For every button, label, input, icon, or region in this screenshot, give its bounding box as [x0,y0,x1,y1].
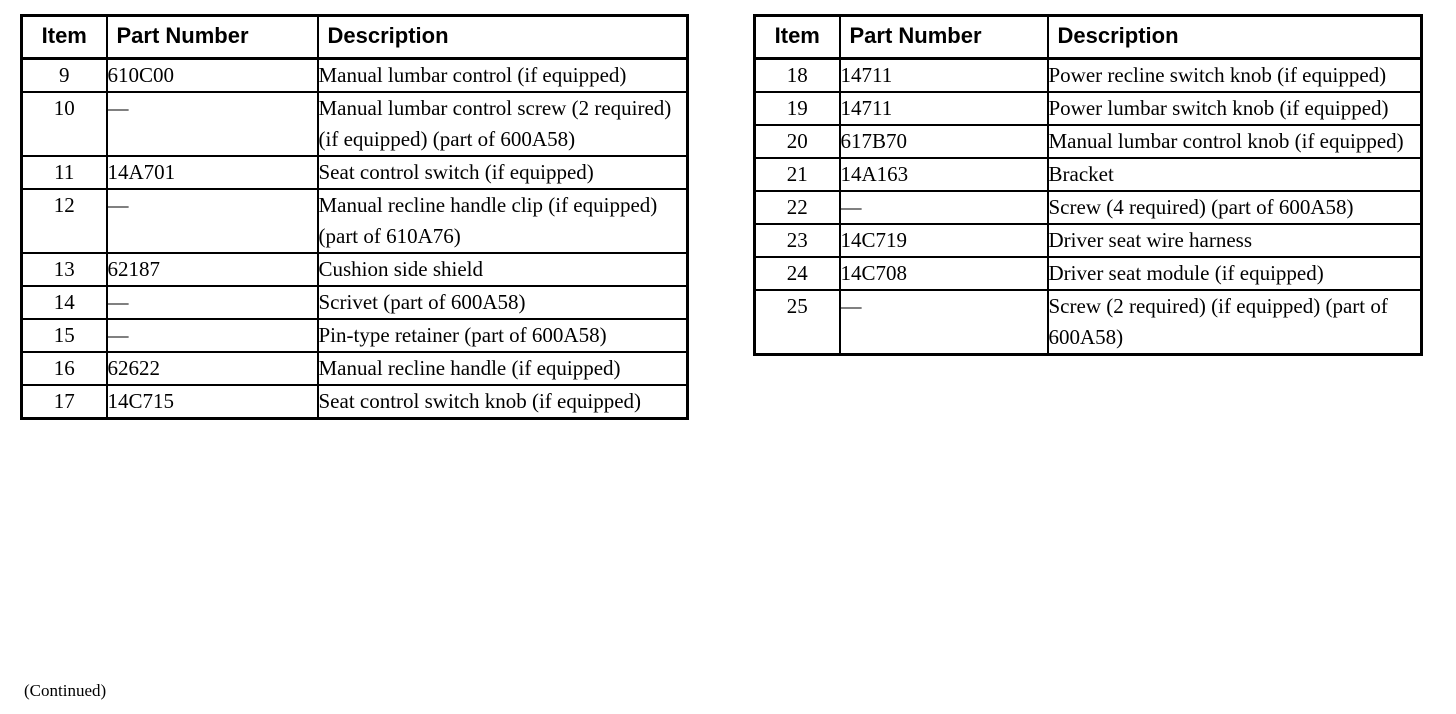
cell-item: 12 [20,188,108,254]
table-header-left: Item Part Number Description [20,14,689,60]
cell-item: 14 [20,285,108,320]
cell-description: Manual lumbar control knob (if equipped) [1046,124,1423,159]
column-header-description: Description [1046,14,1423,60]
table-row: 22—Screw (4 required) (part of 600A58) [753,190,1423,225]
cell-item: 17 [20,384,108,420]
cell-part-number: 14A163 [838,157,1049,192]
cell-item: 16 [20,351,108,386]
cell-part-number: 62622 [105,351,319,386]
cell-description: Power lumbar switch knob (if equipped) [1046,91,1423,126]
column-header-item: Item [753,14,841,60]
cell-description: Manual recline handle clip (if equipped)… [316,188,689,254]
cell-part-number: — [105,285,319,320]
cell-item: 24 [753,256,841,291]
cell-description: Pin-type retainer (part of 600A58) [316,318,689,353]
cell-item: 9 [20,57,108,93]
cell-part-number: 14711 [838,57,1049,93]
cell-item: 20 [753,124,841,159]
continued-note: (Continued) [24,681,107,700]
cell-item: 25 [753,289,841,356]
cell-item: 11 [20,155,108,190]
cell-part-number: 62187 [105,252,319,287]
cell-description: Power recline switch knob (if equipped) [1046,57,1423,93]
column-header-description: Description [316,14,689,60]
cell-part-number: 14711 [838,91,1049,126]
cell-item: 15 [20,318,108,353]
cell-part-number: — [105,91,319,157]
cell-description: Bracket [1046,157,1423,192]
cell-item: 19 [753,91,841,126]
column-header-item: Item [20,14,108,60]
cell-part-number: — [105,188,319,254]
cell-description: Seat control switch knob (if equipped) [316,384,689,420]
cell-item: 18 [753,57,841,93]
cell-part-number: 14C715 [105,384,319,420]
cell-description: Manual lumbar control screw (2 required)… [316,91,689,157]
header-row: Item Part Number Description [753,14,1423,60]
cell-description: Driver seat module (if equipped) [1046,256,1423,291]
table-row: 15—Pin-type retainer (part of 600A58) [20,318,689,353]
column-header-part-number: Part Number [105,14,319,60]
table-row: 25—Screw (2 required) (if equipped) (par… [753,289,1423,356]
cell-item: 13 [20,252,108,287]
cell-description: Cushion side shield [316,252,689,287]
cell-item: 10 [20,91,108,157]
cell-part-number: 14C719 [838,223,1049,258]
table-row: 12—Manual recline handle clip (if equipp… [20,188,689,254]
cell-part-number: — [838,190,1049,225]
cell-item: 21 [753,157,841,192]
header-row: Item Part Number Description [20,14,689,60]
cell-part-number: 610C00 [105,57,319,93]
table-header-right: Item Part Number Description [753,14,1423,60]
cell-description: Screw (4 required) (part of 600A58) [1046,190,1423,225]
cell-description: Seat control switch (if equipped) [316,155,689,190]
cell-part-number: — [838,289,1049,356]
table-row: 14—Scrivet (part of 600A58) [20,285,689,320]
cell-part-number: — [105,318,319,353]
cell-item: 23 [753,223,841,258]
cell-description: Screw (2 required) (if equipped) (part o… [1046,289,1423,356]
table-row: 10—Manual lumbar control screw (2 requir… [20,91,689,157]
cell-part-number: 14A701 [105,155,319,190]
cell-part-number: 617B70 [838,124,1049,159]
column-header-part-number: Part Number [838,14,1049,60]
cell-description: Driver seat wire harness [1046,223,1423,258]
cell-item: 22 [753,190,841,225]
cell-description: Manual recline handle (if equipped) [316,351,689,386]
cell-description: Scrivet (part of 600A58) [316,285,689,320]
cell-part-number: 14C708 [838,256,1049,291]
cell-description: Manual lumbar control (if equipped) [316,57,689,93]
